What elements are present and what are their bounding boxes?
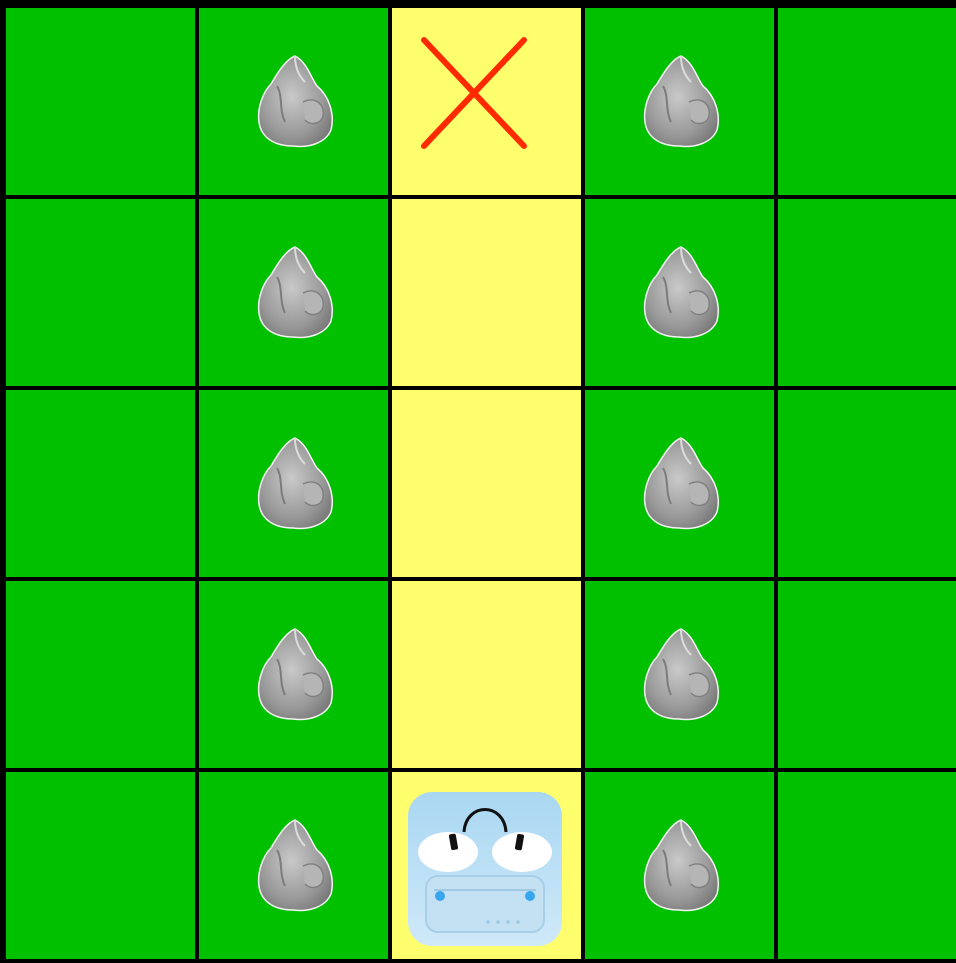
- cell-r3-c2-path: [392, 581, 581, 768]
- cell-r4-c4-grass: [778, 772, 956, 959]
- cell-r0-c3-rock: [585, 8, 774, 195]
- cell-r3-c4-grass: [778, 581, 956, 768]
- cell-r2-c2-path: [392, 390, 581, 577]
- cell-r1-c4-grass: [778, 199, 956, 386]
- cell-r4-c3-rock: [585, 772, 774, 959]
- cell-r1-c0-grass: [6, 199, 195, 386]
- cell-r3-c3-rock: [585, 581, 774, 768]
- rock-icon: [641, 434, 721, 532]
- rock-icon: [255, 52, 335, 150]
- cell-r1-c3-rock: [585, 199, 774, 386]
- cell-r2-c3-rock: [585, 390, 774, 577]
- rock-icon: [255, 625, 335, 723]
- cell-r3-c1-rock: [199, 581, 388, 768]
- cell-r4-c1-rock: [199, 772, 388, 959]
- cell-r0-c0-grass: [6, 8, 195, 195]
- rock-icon: [641, 625, 721, 723]
- rock-icon: [255, 243, 335, 341]
- target-x-icon: [420, 36, 528, 150]
- cell-r2-c0-grass: [6, 390, 195, 577]
- cell-r0-c2-target: [392, 8, 581, 195]
- cell-r0-c4-grass: [778, 8, 956, 195]
- cell-r3-c0-grass: [6, 581, 195, 768]
- rock-icon: [641, 816, 721, 914]
- rock-icon: [255, 434, 335, 532]
- cell-r4-c0-grass: [6, 772, 195, 959]
- robot-icon: [406, 790, 564, 948]
- cell-r1-c2-path: [392, 199, 581, 386]
- cell-r2-c1-rock: [199, 390, 388, 577]
- cell-r2-c4-grass: [778, 390, 956, 577]
- cell-r1-c1-rock: [199, 199, 388, 386]
- rock-icon: [641, 52, 721, 150]
- cell-r4-c2-robot: [392, 772, 581, 959]
- cell-r0-c1-rock: [199, 8, 388, 195]
- rock-icon: [641, 243, 721, 341]
- rock-icon: [255, 816, 335, 914]
